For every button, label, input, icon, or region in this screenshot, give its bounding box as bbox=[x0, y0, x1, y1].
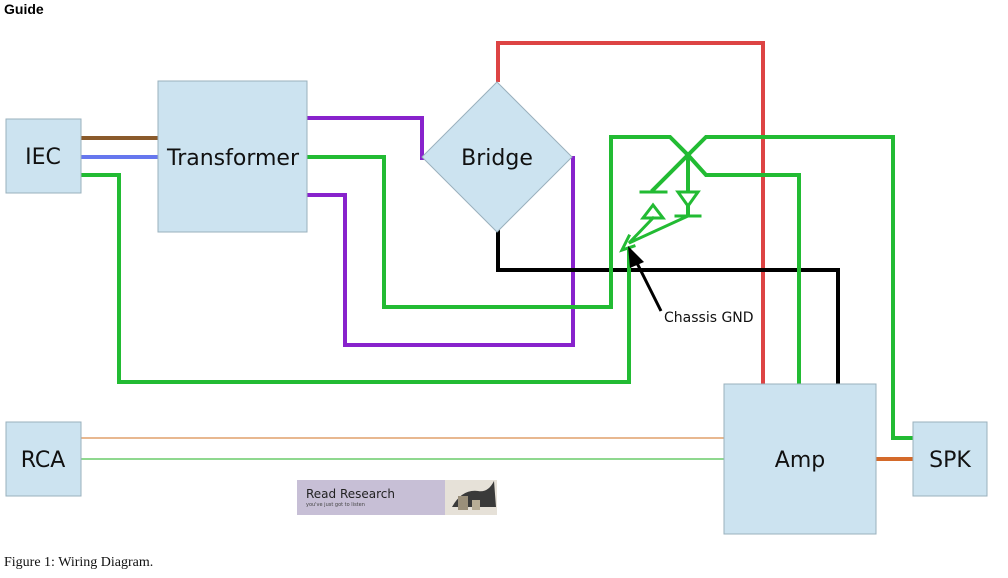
page-title: Guide bbox=[4, 1, 44, 17]
diode-down bbox=[675, 190, 701, 209]
wire-green-spk bbox=[685, 135, 915, 440]
amp-label: Amp bbox=[775, 448, 825, 473]
spk-block: SPK bbox=[912, 421, 988, 497]
diode-join bbox=[627, 214, 690, 245]
spk-label: SPK bbox=[929, 448, 971, 473]
diode-wire-left bbox=[650, 152, 691, 193]
wire-red bbox=[496, 41, 765, 387]
wire-black bbox=[496, 230, 840, 387]
ad-label: Read Research bbox=[306, 487, 395, 501]
wire-purple-bottom bbox=[305, 156, 575, 347]
iec-label: IEC bbox=[25, 145, 61, 170]
wire-purple-top bbox=[305, 116, 424, 160]
wire-green-earth bbox=[80, 173, 631, 384]
figure-caption: Figure 1: Wiring Diagram. bbox=[4, 555, 153, 570]
iec-block: IEC bbox=[5, 118, 82, 194]
wire-green-amp bbox=[685, 152, 801, 387]
rca-block: RCA bbox=[5, 421, 82, 497]
transformer-block: Transformer bbox=[157, 80, 308, 233]
chassis-gnd-mark bbox=[619, 233, 636, 253]
bridge-block: Bridge bbox=[421, 81, 573, 233]
wire-green-ct bbox=[305, 135, 691, 309]
read-research-banner[interactable]: Read Research you've just got to listen bbox=[297, 480, 497, 515]
amp-block: Amp bbox=[723, 383, 877, 535]
chassis-arrow-head bbox=[628, 246, 644, 268]
rca-label: RCA bbox=[21, 448, 66, 473]
chassis-gnd-label: Chassis GND bbox=[664, 310, 754, 326]
bridge-label: Bridge bbox=[461, 146, 533, 171]
ad-tagline: you've just got to listen bbox=[306, 502, 365, 508]
transformer-label: Transformer bbox=[166, 146, 300, 171]
chassis-arrow-line bbox=[632, 256, 663, 312]
